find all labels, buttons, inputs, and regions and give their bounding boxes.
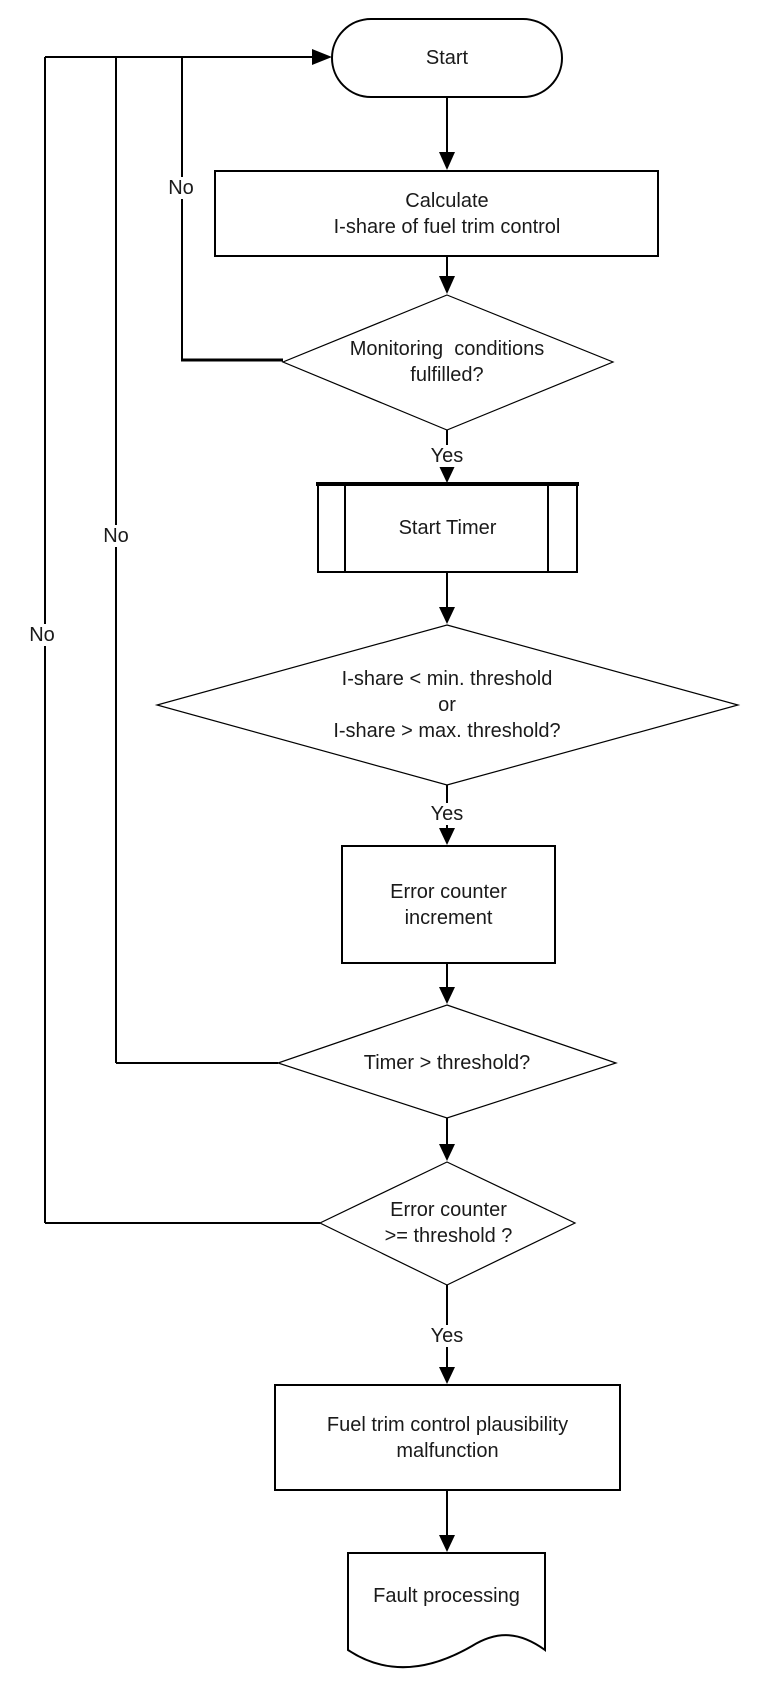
error-increment-label: Error counter increment — [390, 880, 507, 929]
arrowhead-into-start — [312, 49, 332, 65]
malfunction-label: Fuel trim control plausibility malfuncti… — [326, 1413, 569, 1462]
edge-label-yes-error: Yes — [426, 1325, 468, 1347]
edge-label-yes-monitoring: Yes — [426, 445, 468, 467]
error-decision-shape — [318, 1161, 577, 1286]
ishare-check-label: I-share < min. threshold or I-share > ma… — [333, 668, 561, 742]
start-label: Start — [425, 47, 469, 69]
arrowhead-timercheck — [439, 987, 455, 1004]
monitoring-decision-shape — [281, 294, 615, 431]
fault-processing-label: Fault processing — [373, 1585, 520, 1607]
calculate-label: Calculate I-share of fuel trim control — [333, 189, 561, 238]
start-timer-shape — [317, 482, 578, 573]
arrowhead-malfunction — [439, 1367, 455, 1384]
start-timer-label: Start Timer — [398, 516, 497, 539]
calculate-process-shape — [214, 170, 659, 257]
fault-document-shape — [347, 1552, 546, 1669]
edge-label-no-error: No — [25, 624, 59, 646]
monitoring-label: Monitoring conditions fulfilled? — [349, 338, 545, 386]
ishare-decision-shape — [154, 624, 741, 786]
arrowhead-errorinc — [439, 828, 455, 845]
arrowhead-monitoring — [439, 276, 455, 294]
error-increment-process-shape — [341, 845, 556, 964]
edge-label-no-monitoring: No — [164, 177, 198, 199]
arrowhead-fault — [439, 1535, 455, 1552]
timer-check-label: Timer > threshold? — [363, 1052, 531, 1074]
arrowhead-ishare — [439, 607, 455, 624]
timer-decision-shape — [276, 1004, 618, 1119]
malfunction-process-shape — [274, 1384, 621, 1491]
connector-no-middle — [115, 57, 278, 1064]
arrowhead-timerbox — [439, 466, 455, 483]
arrowhead-errorcheck — [439, 1144, 455, 1161]
arrowhead-calculate — [439, 152, 455, 170]
error-check-label: Error counter >= threshold ? — [384, 1199, 513, 1247]
edge-label-yes-ishare: Yes — [426, 803, 468, 825]
start-terminator-shape — [331, 18, 563, 98]
edge-label-no-timer: No — [99, 525, 133, 547]
